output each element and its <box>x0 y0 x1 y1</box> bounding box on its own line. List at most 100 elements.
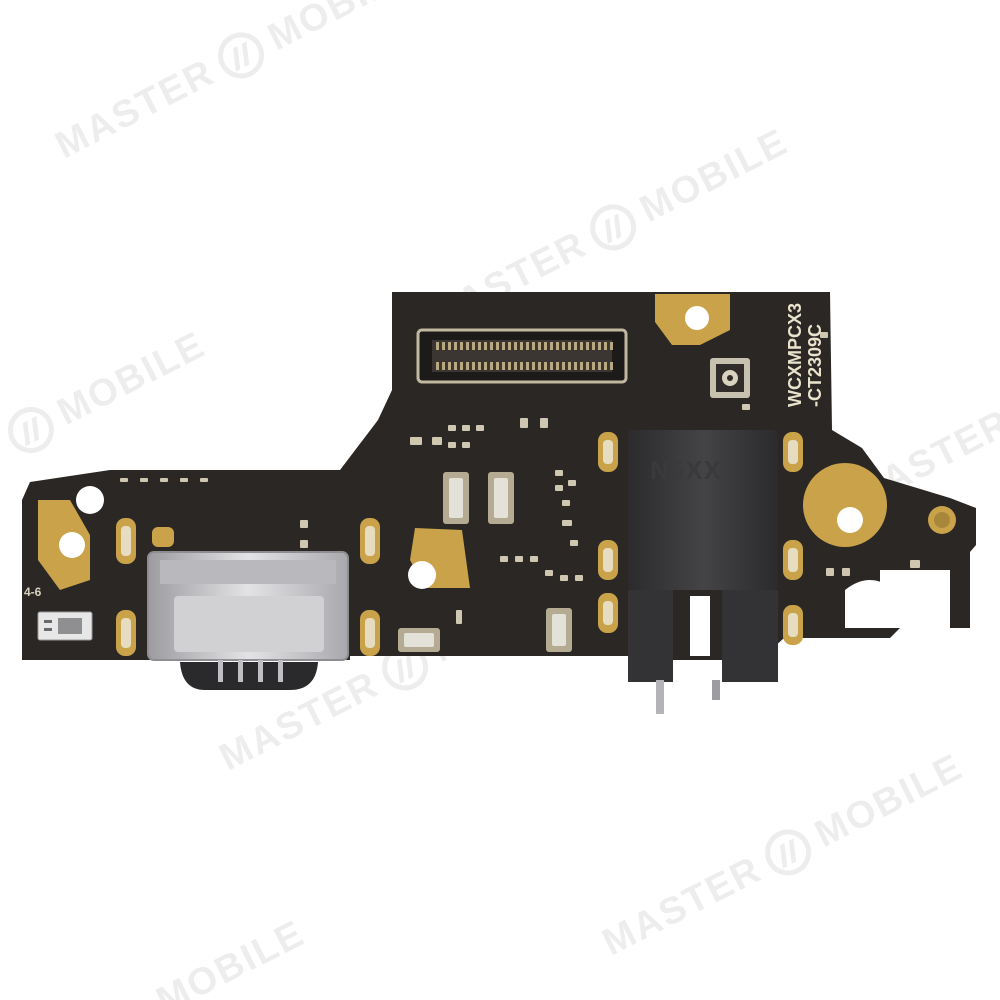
connector-pin <box>442 342 445 350</box>
connector-pin <box>436 362 439 370</box>
connector-pin <box>610 342 613 350</box>
connector-pin <box>604 342 607 350</box>
connector-pin <box>454 342 457 350</box>
connector-pin <box>538 362 541 370</box>
smd-part <box>448 442 456 448</box>
connector-pin <box>460 362 463 370</box>
smd-part <box>500 556 508 562</box>
connector-pin <box>502 342 505 350</box>
connector-pin <box>550 362 553 370</box>
smd-part <box>462 442 470 448</box>
smd-part <box>562 520 572 526</box>
board-hole <box>76 486 104 514</box>
connector-pin <box>460 342 463 350</box>
connector-pin <box>496 362 499 370</box>
jack-marking: N5XX <box>650 455 722 485</box>
mounting-pad <box>928 506 956 534</box>
connector-pin <box>532 362 535 370</box>
connector-pin <box>502 362 505 370</box>
connector-pin <box>490 362 493 370</box>
connector-pin <box>508 362 511 370</box>
spring-contact <box>398 472 572 652</box>
connector-pin <box>586 342 589 350</box>
smd-part <box>520 418 528 428</box>
smd-part <box>545 570 553 576</box>
connector-pin <box>562 342 565 350</box>
connector-pin <box>448 362 451 370</box>
connector-pin <box>508 342 511 350</box>
connector-pin <box>514 342 517 350</box>
connector-pin <box>556 362 559 370</box>
connector-pin <box>478 342 481 350</box>
connector-pin <box>544 342 547 350</box>
connector-pin <box>592 342 595 350</box>
connector-pin <box>598 362 601 370</box>
connector-pin <box>580 362 583 370</box>
connector-pin <box>484 362 487 370</box>
connector-pin <box>466 342 469 350</box>
smd-part <box>568 480 576 486</box>
connector-pin <box>448 342 451 350</box>
smd-part <box>476 425 484 431</box>
silkscreen-line: -CT2309C <box>805 323 825 407</box>
connector-pin <box>484 342 487 350</box>
mounting-pad <box>655 294 730 345</box>
smd-part <box>300 540 308 548</box>
connector-pin <box>538 342 541 350</box>
smd-part <box>515 556 523 562</box>
connector-pin <box>544 362 547 370</box>
connector-pin <box>604 362 607 370</box>
smd-part <box>570 540 578 546</box>
connector-pin <box>592 362 595 370</box>
smd-components <box>120 332 920 624</box>
connector-pin <box>562 362 565 370</box>
connector-pin <box>586 362 589 370</box>
connector-pin <box>550 342 553 350</box>
silkscreen-position-mark: 4-6 <box>24 585 42 599</box>
connector-pin <box>610 362 613 370</box>
connector-pin <box>436 342 439 350</box>
smd-part <box>555 470 563 476</box>
smd-part <box>575 575 583 581</box>
smd-part <box>448 425 456 431</box>
smd-part <box>140 478 148 482</box>
smd-part <box>180 478 188 482</box>
smd-part <box>820 332 828 338</box>
smd-part <box>462 425 470 431</box>
smd-part <box>530 556 538 562</box>
smd-part <box>456 610 462 624</box>
connector-pin <box>568 342 571 350</box>
silkscreen-model-number: WCXMPCX3 -CT2309C <box>785 303 825 407</box>
smd-part <box>160 478 168 482</box>
smd-part <box>120 478 128 482</box>
connector-pin <box>442 362 445 370</box>
smd-part <box>842 568 850 576</box>
microphone <box>37 611 93 641</box>
solder-pad-center <box>121 440 798 648</box>
connector-pin <box>472 342 475 350</box>
connector-pin <box>490 342 493 350</box>
connector-pin <box>532 342 535 350</box>
smd-part <box>540 418 548 428</box>
board-to-board-connector <box>416 328 628 384</box>
smd-part <box>300 520 308 528</box>
connector-pin <box>526 362 529 370</box>
connector-pin <box>580 342 583 350</box>
smd-part <box>826 568 834 576</box>
smd-part <box>432 437 442 445</box>
board-cutout <box>845 580 900 628</box>
connector-pin <box>598 342 601 350</box>
connector-pin <box>556 342 559 350</box>
smd-part <box>555 485 563 491</box>
connector-pin <box>472 362 475 370</box>
smd-part <box>200 478 208 482</box>
connector-pin <box>466 362 469 370</box>
connector-pin <box>514 362 517 370</box>
smd-part <box>410 437 422 445</box>
mounting-pad <box>803 463 887 547</box>
smd-part <box>560 575 568 581</box>
smd-part <box>562 500 570 506</box>
connector-pin <box>478 362 481 370</box>
connector-pin <box>574 342 577 350</box>
